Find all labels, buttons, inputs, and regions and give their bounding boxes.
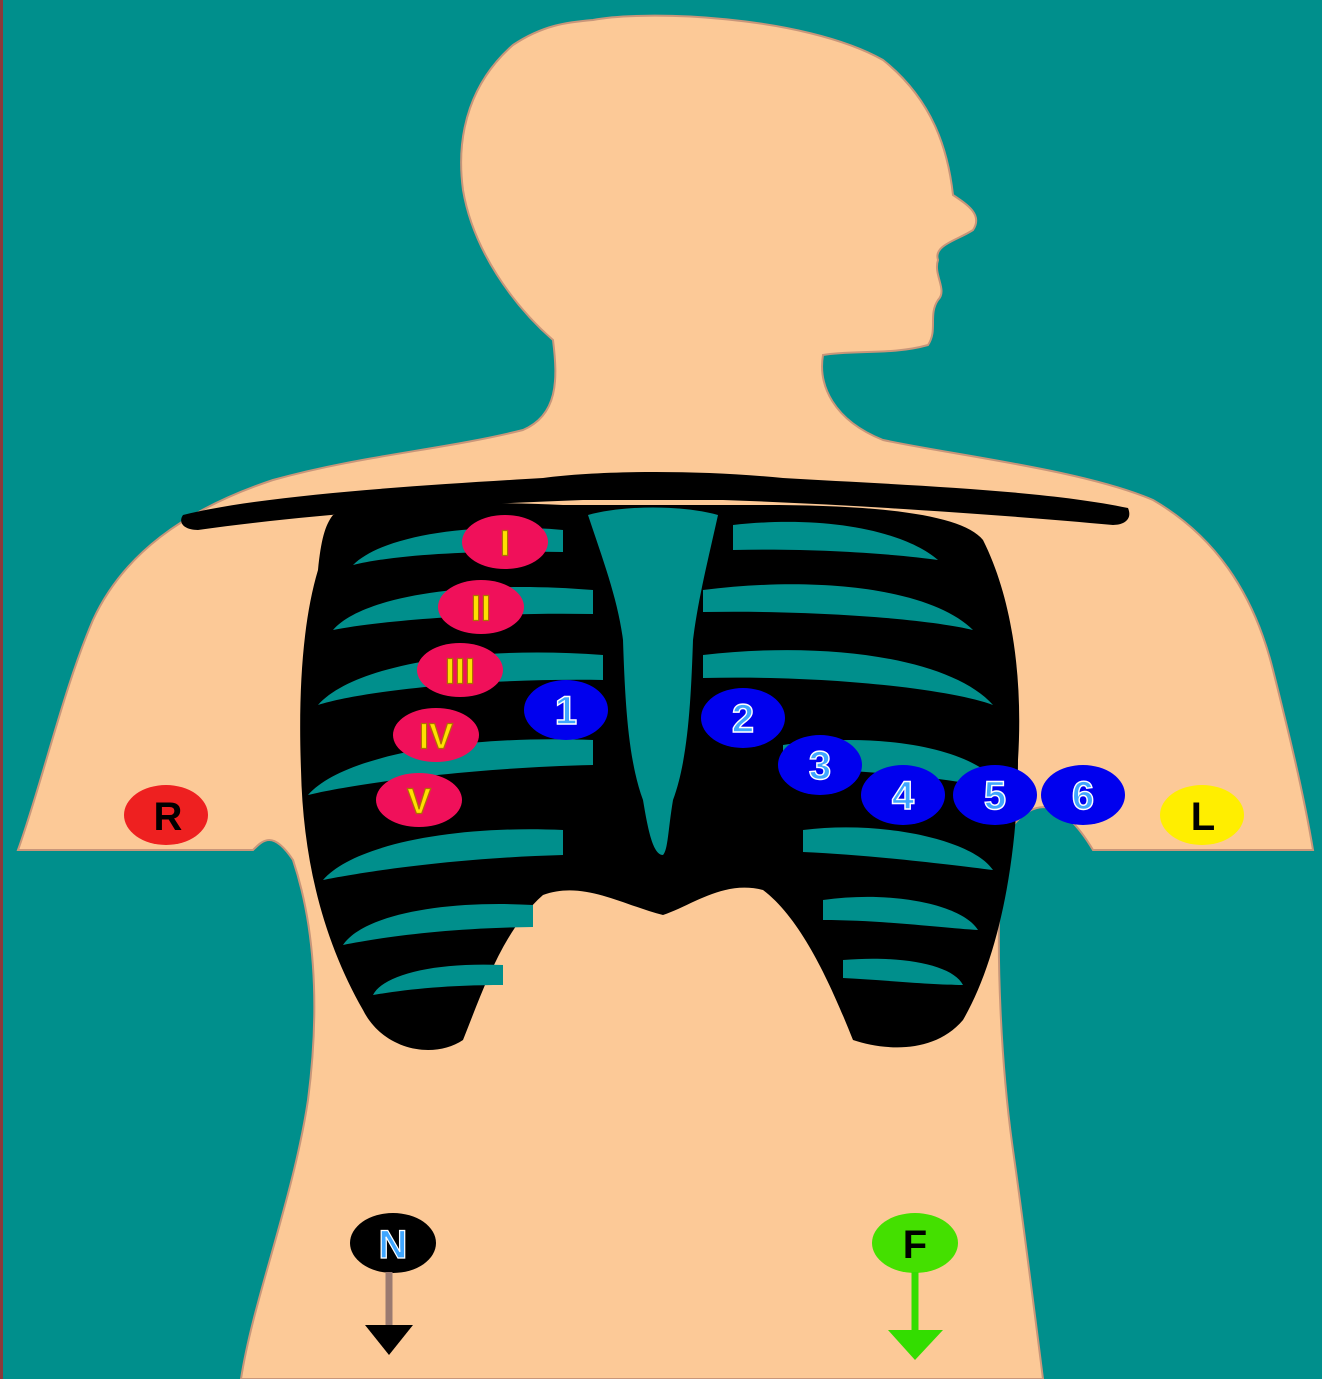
intercostal-marker-IV[interactable]: IV (393, 708, 479, 762)
svg-text:3: 3 (809, 744, 831, 788)
diagram-canvas: I II III IV V 1 2 3 (3, 0, 1322, 1379)
svg-text:III: III (445, 651, 475, 692)
svg-text:F: F (903, 1223, 927, 1267)
svg-text:5: 5 (984, 774, 1006, 818)
limb-electrode-R[interactable]: R (124, 785, 208, 845)
intercostal-marker-II[interactable]: II (438, 580, 524, 634)
limb-electrode-L[interactable]: L (1160, 785, 1244, 845)
svg-text:II: II (471, 588, 491, 629)
svg-text:I: I (500, 523, 510, 564)
chest-electrode-6[interactable]: 6 (1041, 765, 1125, 825)
svg-text:2: 2 (732, 697, 754, 741)
chest-electrode-4[interactable]: 4 (861, 765, 945, 825)
limb-electrode-N[interactable]: N (350, 1213, 436, 1273)
limb-electrode-F[interactable]: F (872, 1213, 958, 1273)
intercostal-marker-I[interactable]: I (462, 515, 548, 569)
svg-text:1: 1 (555, 689, 577, 733)
intercostal-marker-V[interactable]: V (376, 773, 462, 827)
svg-text:6: 6 (1072, 774, 1094, 818)
svg-text:4: 4 (892, 774, 915, 818)
chest-electrode-2[interactable]: 2 (701, 688, 785, 748)
svg-text:L: L (1191, 795, 1215, 839)
chest-electrode-3[interactable]: 3 (778, 735, 862, 795)
intercostal-marker-III[interactable]: III (417, 643, 503, 697)
svg-text:N: N (379, 1223, 408, 1267)
svg-text:IV: IV (419, 716, 453, 757)
svg-text:V: V (407, 781, 431, 822)
chest-electrode-1[interactable]: 1 (524, 680, 608, 740)
svg-text:R: R (154, 795, 183, 839)
chest-electrode-5[interactable]: 5 (953, 765, 1037, 825)
